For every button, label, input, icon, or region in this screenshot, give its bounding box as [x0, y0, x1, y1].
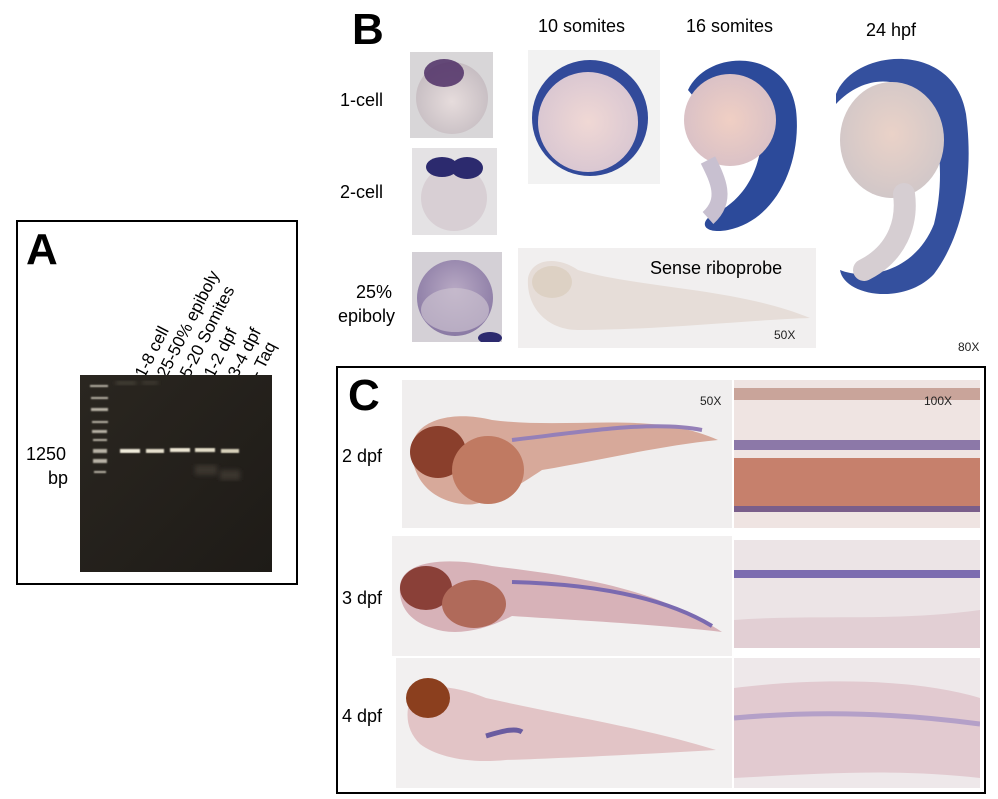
embryo-1-cell: [410, 52, 493, 138]
larva-3dpf-zoom: [734, 540, 980, 648]
sense-label: Sense riboprobe: [650, 258, 783, 278]
panel-a-letter: A: [26, 225, 58, 274]
larva-2dpf-whole: 50X: [402, 380, 732, 528]
gel-image: [80, 375, 272, 572]
larva-2dpf-zoom: 100X: [734, 380, 980, 528]
stage-label-25-line1: 25%: [356, 282, 393, 302]
panel-b-letter: B: [352, 5, 384, 54]
embryo-25-epiboly: [412, 252, 502, 342]
mag-label-2dpf-zoom: 100X: [924, 394, 953, 408]
embryo-24-hpf: [824, 44, 976, 296]
embryo-16-somites: [668, 50, 808, 240]
stage-label-10-somites: 10 somites: [538, 16, 626, 36]
stage-label-1-cell: 1-cell: [340, 90, 384, 110]
panel-a: A 1-8 cell 25-50% epiboly 5-20 Somites 1…: [16, 220, 298, 585]
sense-riboprobe-image: Sense riboprobe 50X: [518, 248, 816, 348]
larva-3dpf-whole: [392, 536, 732, 656]
embryo-10-somites: [528, 50, 660, 184]
stage-label-24-hpf: 24 hpf: [866, 20, 917, 40]
panel-c-letter: C: [348, 371, 380, 420]
larva-4dpf-zoom: [734, 658, 980, 788]
mag-label-panel-b: 80X: [958, 340, 980, 354]
embryo-2-cell: [412, 148, 497, 235]
stage-label-2-cell: 2-cell: [340, 182, 384, 202]
size-marker-value: 1250: [26, 444, 67, 464]
larva-4dpf-whole: [396, 658, 732, 788]
row-label-3dpf: 3 dpf: [342, 588, 383, 608]
stage-label-16-somites: 16 somites: [686, 16, 774, 36]
mag-label-2dpf-whole: 50X: [700, 394, 722, 408]
size-marker-unit: bp: [48, 468, 69, 488]
panel-c: C 2 dpf 3 dpf 4 dpf 50X 100X: [336, 366, 986, 794]
mag-label-sense: 50X: [774, 328, 796, 342]
row-label-2dpf: 2 dpf: [342, 446, 383, 466]
row-label-4dpf: 4 dpf: [342, 706, 383, 726]
stage-label-25-line2: epiboly: [338, 306, 396, 326]
